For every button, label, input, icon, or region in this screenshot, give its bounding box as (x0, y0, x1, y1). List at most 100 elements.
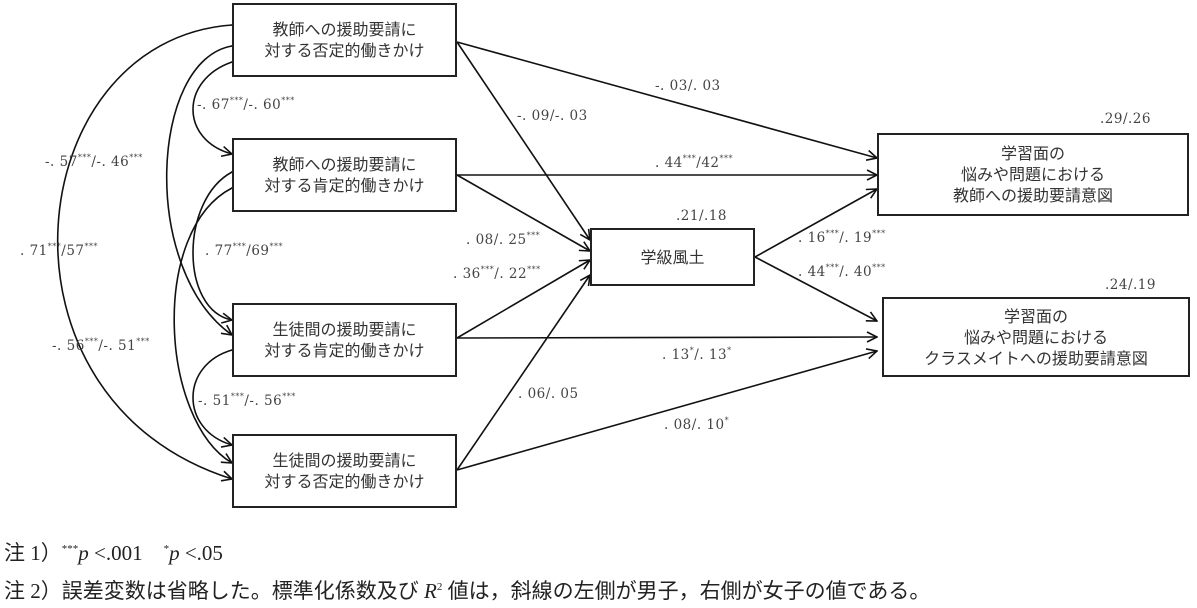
sig-male: *** (825, 229, 840, 238)
coef-male: -. 51 (198, 393, 231, 409)
coef-slash: / (839, 230, 845, 246)
corr-curve-tneg-ppos (165, 46, 232, 335)
node-peer-negative: 生徒間の援助要請に 対する否定的働きかけ (232, 434, 457, 508)
coef-label-correlation: -. 57***/-. 46*** (45, 153, 143, 170)
sig-male: *** (232, 242, 247, 251)
coef-female: . 13 (699, 347, 728, 363)
p-symbol: p (169, 541, 180, 565)
path-tneg-climate (456, 41, 590, 240)
sig-male: *** (230, 392, 245, 401)
sig-female: *** (526, 231, 541, 240)
node-line: 生徒間の援助要請に (272, 320, 417, 339)
note-prefix: 注 2） (4, 579, 62, 603)
coef-male: -. 67 (197, 97, 230, 113)
threshold-text: <.05 (179, 541, 223, 565)
sig-female: *** (719, 154, 734, 163)
r2-label-intent-classmate: .24/.19 (1105, 277, 1156, 293)
coef-slash: / (494, 266, 500, 282)
path-pneg-intent-classmate (456, 351, 877, 471)
node-line: 悩みや問題における (960, 165, 1105, 184)
sig-female: *** (269, 242, 284, 251)
coef-female: -. 46 (96, 154, 130, 170)
r-exponent: 2 (436, 581, 443, 593)
note-prefix: 注 1） (4, 541, 62, 565)
coef-label-path: . 13*/. 13* (662, 346, 732, 363)
path-diagram: 教師への援助要請に 対する否定的働きかけ 教師への援助要請に 対する肯定的働きか… (20, 3, 1190, 508)
coef-slash: / (694, 347, 700, 363)
coef-label-correlation: . 77***/69*** (205, 242, 283, 259)
coef-male: . 77 (205, 243, 233, 259)
sig-male: *** (77, 153, 92, 162)
corr-curve-ppos-pneg (192, 350, 232, 445)
node-peer-positive: 生徒間の援助要請に 対する肯定的働きかけ (232, 303, 457, 377)
coef-label-correlation: -. 51***/-. 56*** (198, 392, 296, 409)
node-line: 生徒間の援助要請に (272, 451, 417, 470)
coef-slash: / (691, 417, 697, 433)
corr-curve-tpos-ppos (192, 172, 232, 320)
coef-female: -. 56 (249, 393, 283, 409)
path-climate-intent-classmate (754, 256, 877, 321)
note-1: 注 1）***p <.001 *p <.05 (4, 532, 930, 570)
node-line: 対する肯定的働きかけ (264, 176, 425, 195)
path-pneg-climate (456, 275, 590, 471)
node-line: 対する否定的働きかけ (264, 41, 425, 60)
coef-label-path: . 16***/. 19*** (798, 229, 886, 246)
sig-male: * (689, 346, 695, 355)
coef-slash: / (91, 154, 97, 170)
coef-label-path: . 44***/42*** (655, 154, 733, 171)
coef-male: -. 09 (517, 108, 550, 124)
sig-female: *** (136, 337, 150, 346)
coef-female: -. 03 (554, 108, 588, 124)
coef-male: -. 56 (52, 338, 85, 354)
coef-slash: / (839, 264, 845, 280)
coef-female: 57 (66, 243, 85, 259)
node-line: 悩みや問題における (963, 327, 1108, 347)
sig-male: *** (47, 242, 62, 251)
r2-label-climate: .21/.18 (676, 208, 727, 224)
node-line: 教師への援助要請に (272, 155, 417, 174)
node-class-climate: 学級風土 (590, 228, 755, 286)
sig-female: *** (527, 265, 541, 274)
sig-marker: *** (61, 543, 79, 555)
sig-female: *** (872, 229, 886, 238)
coef-slash: / (61, 243, 67, 259)
coef-label-path: . 08/. 10* (664, 416, 729, 433)
sig-female: *** (872, 263, 886, 272)
sig-male: *** (480, 265, 495, 274)
sig-male: *** (84, 337, 99, 346)
sig-marker: * (163, 543, 170, 555)
path-ppos-climate (456, 260, 590, 339)
coef-slash: / (687, 78, 693, 94)
threshold-text: <.001 (88, 541, 143, 565)
corr-curve-tneg-tpos (192, 62, 232, 154)
coef-label-path: -. 03/. 03 (655, 78, 721, 94)
coef-female: . 25 (498, 232, 527, 248)
coef-slash: / (545, 386, 551, 402)
figure-notes: 注 1）***p <.001 *p <.05 注 2）誤差変数は省略した。標準化… (4, 532, 930, 608)
coef-male: . 44 (655, 155, 683, 171)
corr-curve-tneg-pneg (56, 25, 232, 479)
node-line: 学習面の (1003, 306, 1068, 326)
path-ppos-intent-classmate (456, 337, 877, 338)
coef-slash: / (549, 108, 555, 124)
node-line: 学級風土 (640, 247, 705, 267)
node-intent-classmate: 学習面の 悩みや問題における クラスメイトへの援助要請意図 (882, 297, 1190, 377)
sig-female: *** (281, 96, 295, 105)
coef-female: . 40 (844, 264, 873, 280)
sig-female: * (724, 416, 730, 425)
sig-male: *** (825, 263, 840, 272)
sig-female: *** (84, 242, 99, 251)
coef-male: . 71 (20, 243, 48, 259)
coef-label-path: . 36***/. 22*** (453, 265, 541, 282)
node-line: 対する否定的働きかけ (264, 472, 425, 491)
p-symbol: p (78, 541, 89, 565)
node-line: 教師への援助要請意図 (952, 186, 1113, 205)
note-2: 注 2）誤差変数は省略した。標準化係数及び R2 値は，斜線の左側が男子，右側が… (4, 570, 930, 608)
coef-label-path: . 44***/. 40*** (798, 263, 886, 280)
coef-female: . 19 (844, 230, 873, 246)
note-text: 誤差変数は省略した。標準化係数及び (61, 579, 424, 603)
coef-male: . 13 (662, 347, 690, 363)
sig-male: *** (229, 96, 244, 105)
coef-female: . 03 (692, 78, 721, 94)
coef-male: -. 57 (45, 154, 78, 170)
